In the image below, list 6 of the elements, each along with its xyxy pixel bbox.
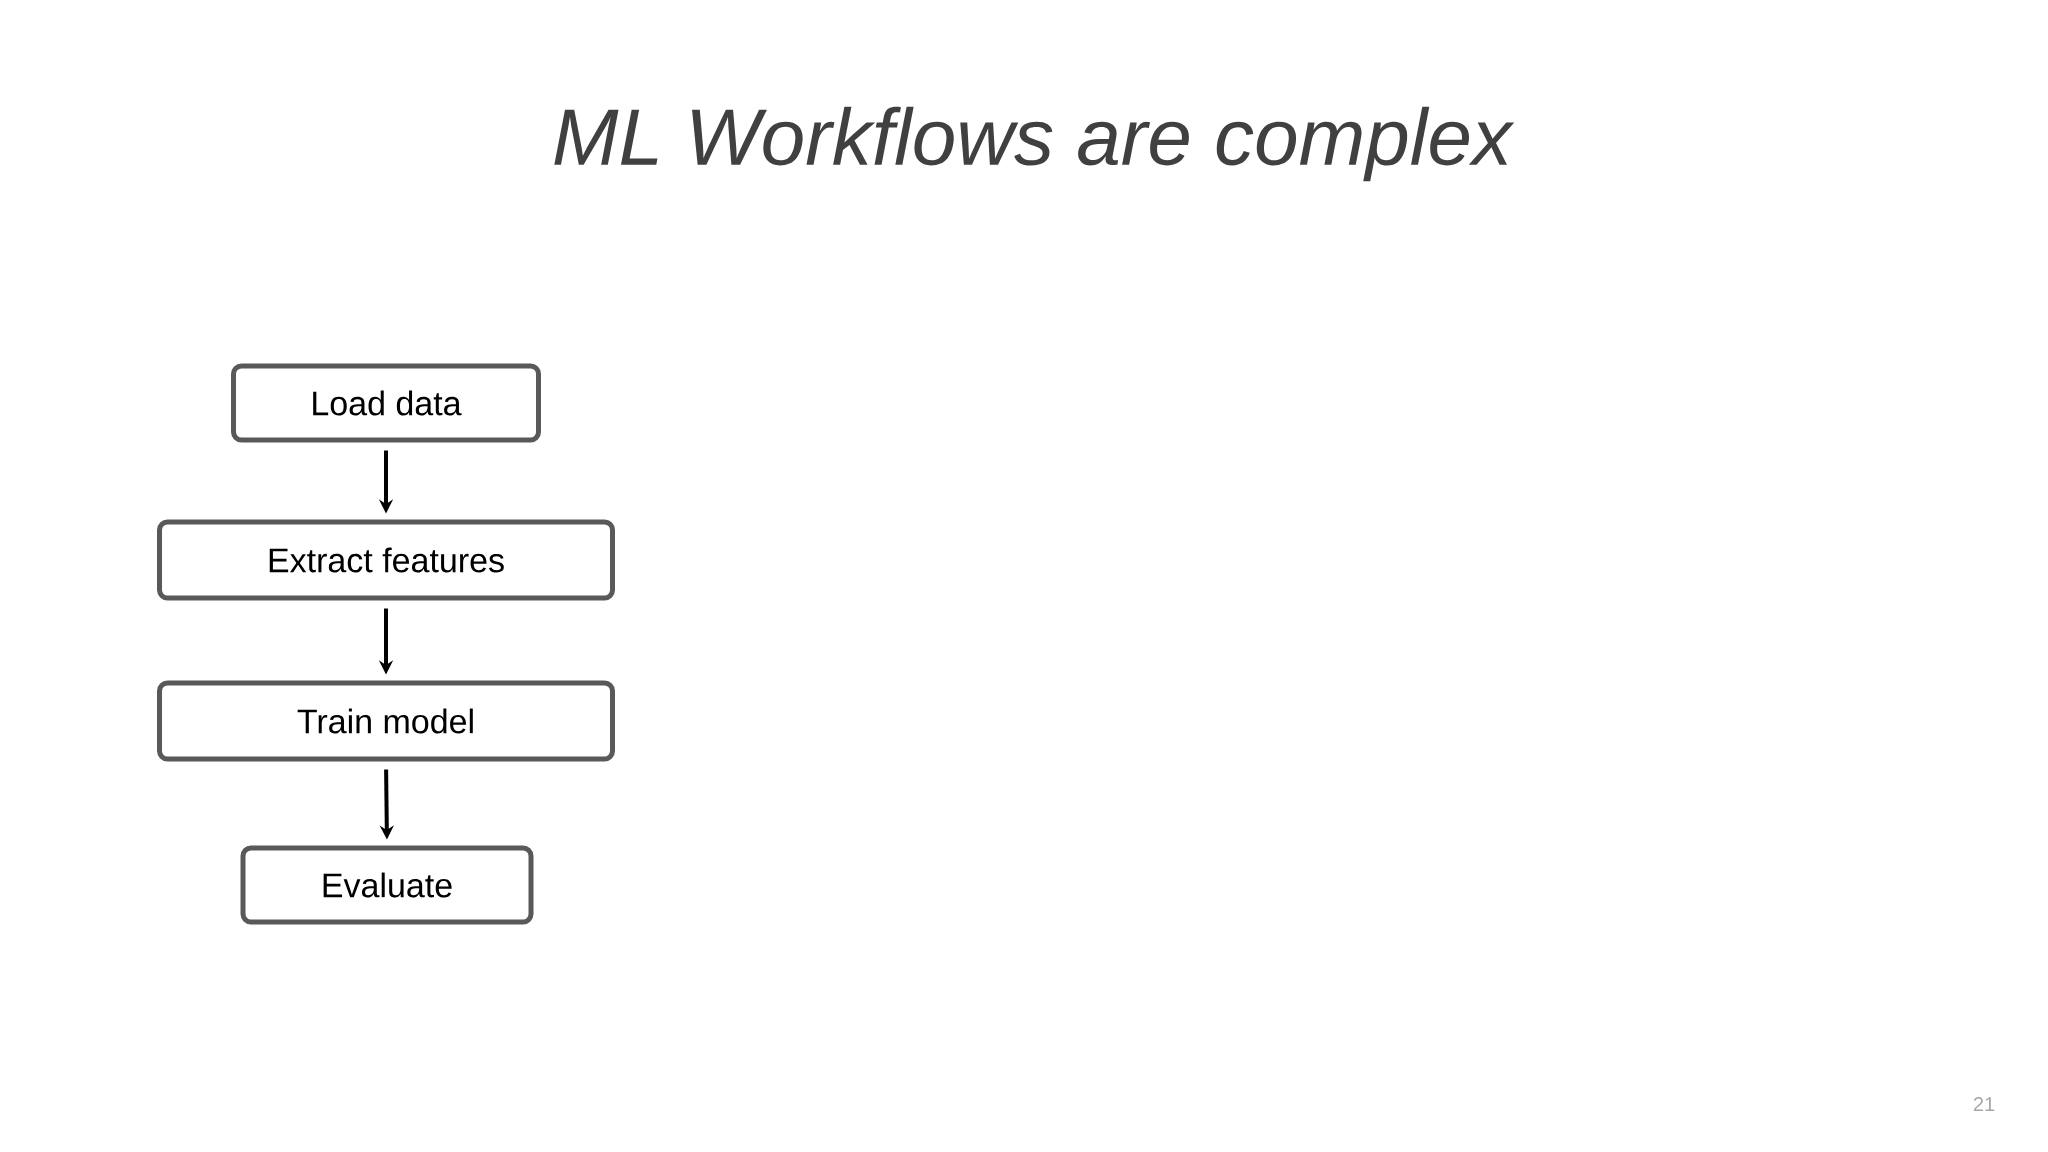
process-box: Extract features (157, 519, 615, 601)
process-box: Train model (157, 680, 615, 762)
slide-title: ML Workflows are complex (554, 106, 1515, 182)
page-number: 21 (1973, 1097, 1995, 1111)
process-box: Load data (231, 363, 541, 443)
process-box: Evaluate (240, 845, 534, 925)
